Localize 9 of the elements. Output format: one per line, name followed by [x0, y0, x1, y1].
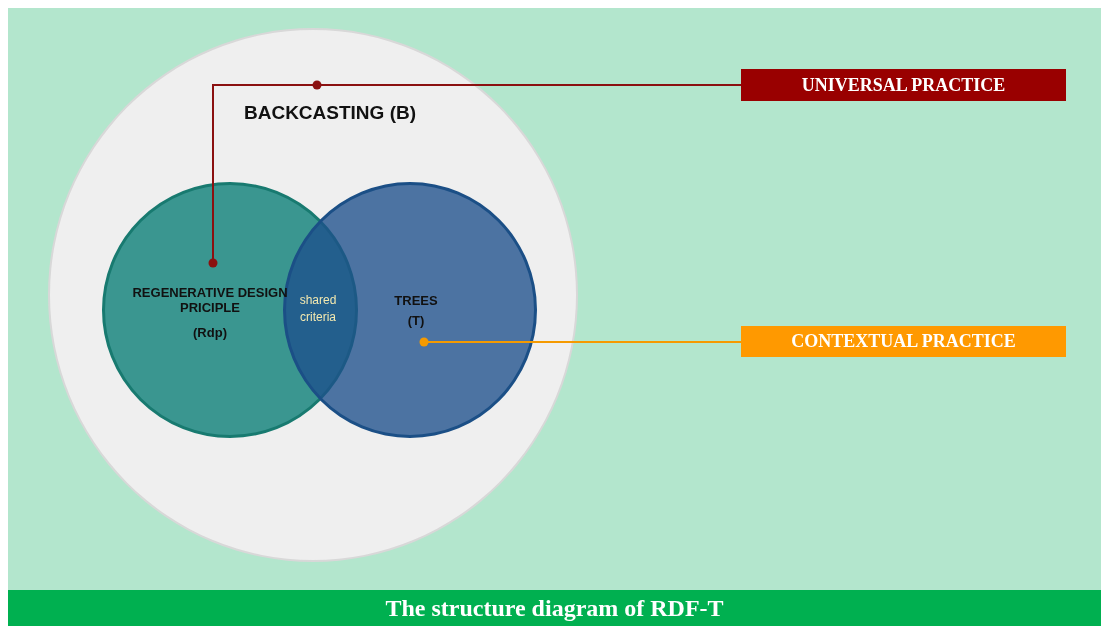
- circle-label: (Rdp): [192, 325, 228, 340]
- label-box: CONTEXTUAL PRACTICE: [741, 326, 1066, 357]
- circle-label: TREES: [393, 293, 439, 308]
- caption-banner: The structure diagram of RDF-T: [8, 590, 1101, 626]
- circle-label: (T): [406, 313, 426, 328]
- leader-line: [419, 337, 742, 347]
- overlap-label: shared criteria: [288, 292, 348, 328]
- group-title: BACKCASTING (B): [242, 102, 417, 124]
- label-box: UNIVERSAL PRACTICE: [741, 69, 1066, 101]
